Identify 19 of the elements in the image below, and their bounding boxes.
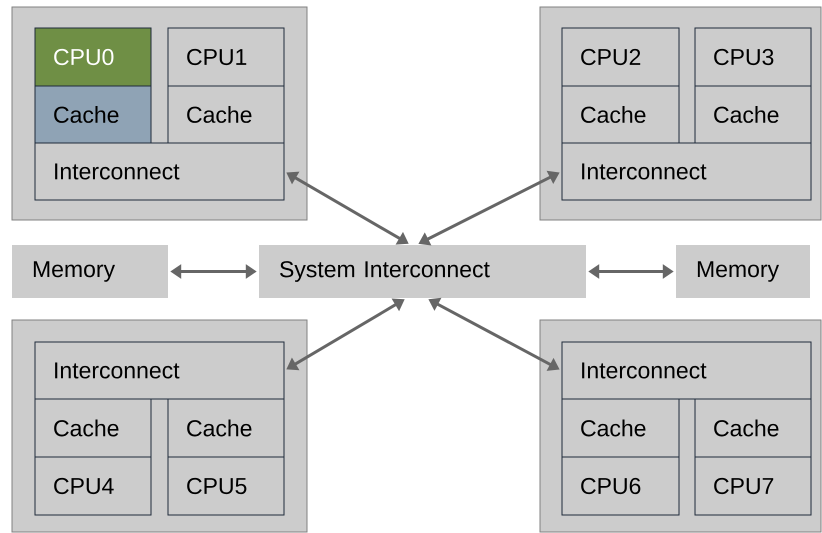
component-box: CPU7 [694, 456, 812, 516]
component-box: Cache [694, 398, 812, 458]
component-box: Cache [34, 398, 152, 458]
component-box: Cache [168, 86, 284, 144]
component-box: CPU4 [34, 456, 152, 516]
component-box: CPU0 [34, 28, 152, 86]
component-box: CPU2 [562, 28, 680, 86]
memory-box: Memory [12, 245, 168, 298]
component-box: Cache [562, 398, 680, 458]
component-box: CPU6 [562, 456, 680, 516]
component-box: Cache [168, 398, 284, 458]
interconnect-box: System Interconnect [259, 245, 586, 298]
component-box: Cache [694, 86, 812, 144]
memory-box: Memory [676, 245, 810, 298]
component-box: CPU5 [168, 456, 284, 516]
component-box: CPU1 [168, 28, 284, 86]
component-box: CPU3 [694, 28, 812, 86]
component-box: Cache [562, 86, 680, 144]
component-box: Cache [34, 86, 152, 144]
